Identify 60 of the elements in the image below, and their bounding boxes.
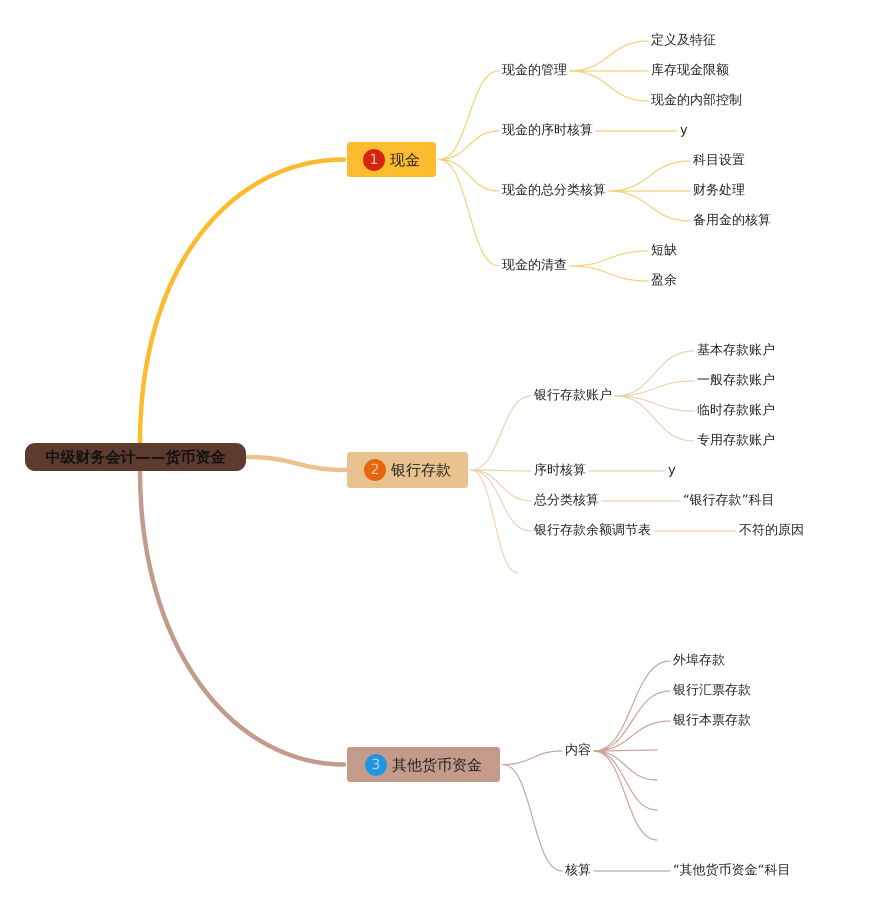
main-branch-line [138,468,346,767]
branch-line [470,395,532,471]
topic-text: 现金的清查 [502,256,567,276]
topic-text: 专用存款账户 [697,431,775,451]
central-topic-box [25,443,246,471]
topic-text: 现金的内部控制 [651,91,742,111]
topic-box [347,747,500,782]
topic-text: y [680,121,688,141]
branch-line [438,158,500,267]
topic-text: 一般存款账户 [697,371,775,391]
topic-text: “其他货币资金“科目 [673,861,790,881]
topic-text: 定义及特征 [651,31,716,51]
topic-text: 现金的序时核算 [502,121,593,141]
topic-label: 银行存款 [391,460,451,480]
branch-line [593,870,671,872]
topic-text: 内容 [565,741,591,761]
topic-text: 短缺 [651,241,677,261]
branch-line [593,750,658,841]
topic-text: 财务处理 [693,181,745,201]
branch-line [438,70,500,160]
branch-line [569,265,649,282]
branch-line [569,70,649,102]
topic-text: 总分类核算 [534,491,599,511]
step-number: 2 [364,459,386,481]
topic-text: 盈余 [651,271,677,291]
branch-line [653,530,737,532]
step-number: 3 [365,754,387,776]
topic-text: 临时存款账户 [697,401,775,421]
topic-text: 备用金的核算 [693,211,771,231]
branch-line [608,190,691,222]
topic-text: 科目设置 [693,151,745,171]
branch-line [601,500,681,502]
topic-text: 基本存款账户 [697,341,775,361]
topic-text: 银行本票存款 [673,711,751,731]
topic-text: 序时核算 [534,461,586,481]
main-branch-line [138,157,346,446]
topic-text: 外埠存款 [673,651,725,671]
topic-label: 现金 [390,150,420,170]
topic-label: 其他货币资金 [392,754,482,774]
step-number: 1 [363,148,385,170]
branch-line [588,470,666,472]
branch-line [470,469,519,574]
topic-text: “银行存款”科目 [683,491,774,511]
topic-text: 银行存款账户 [534,386,612,406]
topic-text: 核算 [565,861,591,881]
main-branch-line [244,454,350,472]
branch-line [595,130,678,132]
topic-box [347,452,468,488]
topic-text: y [668,461,676,481]
branch-line [593,660,671,752]
topic-text: 不符的原因 [739,521,804,541]
topic-text: 银行存款余额调节表 [534,521,651,541]
branch-line [502,764,563,872]
topic-text: 现金的管理 [502,61,567,81]
central-topic-label: 中级财务会计——货币资金 [46,447,226,467]
topic-box [347,142,436,177]
topic-text: 库存现金限额 [651,61,729,81]
topic-text: 现金的总分类核算 [502,181,606,201]
topic-text: 银行汇票存款 [673,681,751,701]
branch-line [614,395,695,442]
